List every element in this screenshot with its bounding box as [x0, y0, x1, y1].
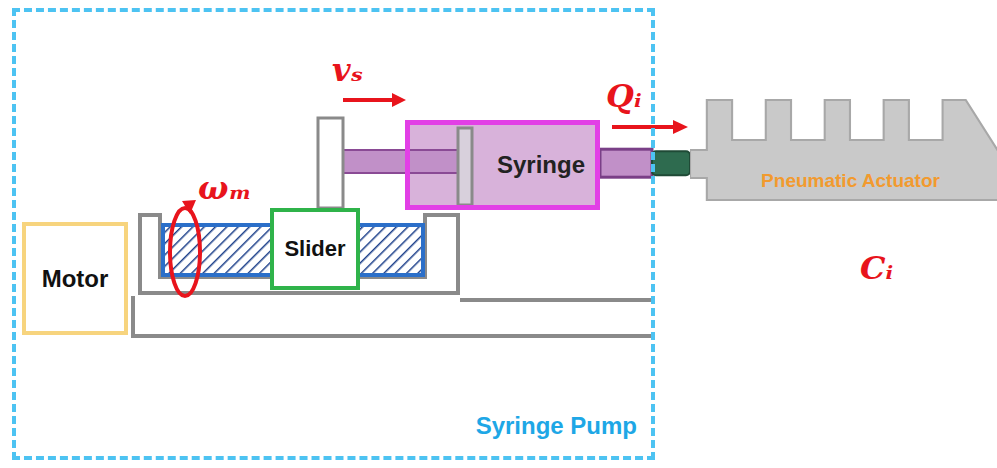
flow-label: Qᵢ — [606, 80, 642, 112]
nozzle-tube — [600, 149, 690, 177]
compliance-label: Cᵢ — [860, 252, 893, 284]
tube-fitting — [652, 151, 690, 175]
velocity-arrow — [343, 98, 394, 102]
flow-arrowhead — [673, 120, 688, 134]
node-label: Slider — [284, 236, 345, 262]
velocity-label: vₛ — [332, 54, 363, 86]
node-label: Syringe — [497, 151, 585, 179]
plunger-piston — [458, 128, 472, 205]
rotation-arrowhead — [182, 200, 196, 214]
node-label: Pneumatic Actuator — [690, 170, 997, 192]
rotation-label: ωₘ — [198, 172, 252, 204]
velocity-arrowhead — [392, 93, 406, 107]
tube-body — [600, 149, 652, 177]
plunger-rod — [343, 150, 460, 173]
syringe-box: Syringe — [405, 120, 600, 210]
node-label: Motor — [42, 265, 109, 293]
slider-box: Slider — [270, 208, 360, 290]
frame-base — [133, 296, 653, 336]
actuator-shape: Pneumatic Actuator — [690, 98, 997, 202]
flow-arrow — [612, 125, 675, 129]
rotation-arrow — [170, 208, 200, 296]
node-label: Syringe Pump — [476, 412, 637, 440]
plunger-holder — [318, 118, 343, 208]
motor-box: Motor — [22, 222, 128, 335]
